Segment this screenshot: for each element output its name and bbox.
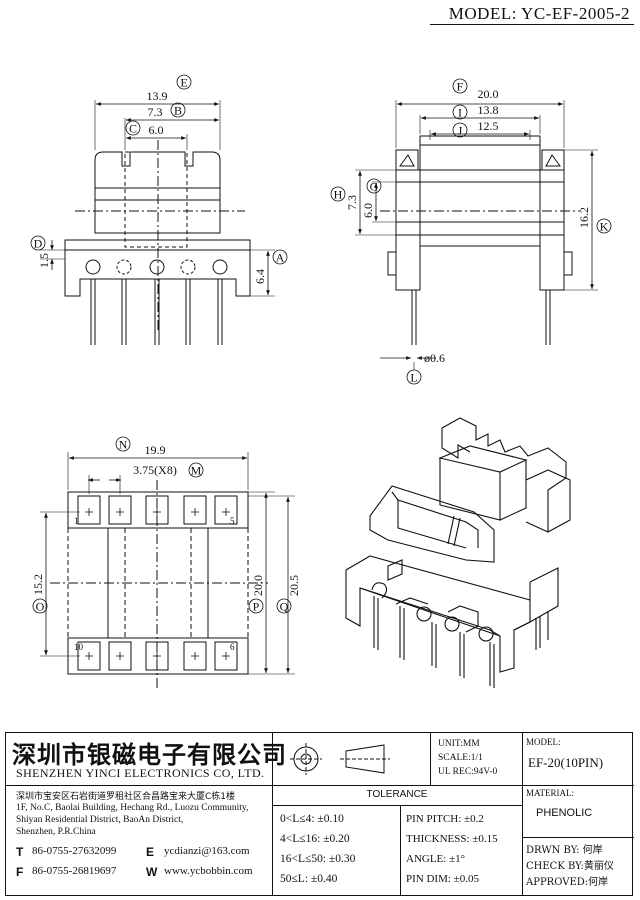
check-by: CHECK BY:黄丽仪: [526, 861, 614, 872]
label-I: I: [458, 106, 462, 120]
unit-spec: UNIT:MM: [438, 739, 480, 749]
company-name-cn: 深圳市银磁电子有限公司: [12, 740, 287, 769]
fax-label: F: [16, 865, 24, 879]
label-L: L: [410, 371, 417, 385]
dim-O: 15.2: [31, 574, 45, 595]
front-view: E 13.9 B 7.3 C 6.0 D 1.5 A 6.4: [30, 74, 288, 345]
pin-5-label: 5: [230, 516, 235, 526]
address-en-line2: Shiyan Residential District, BaoAn Distr…: [16, 815, 184, 825]
tolerance-right-4: PIN DIM: ±0.05: [406, 873, 479, 885]
side-view: F 20.0 I 13.8 J 12.5 H 7.3 G 6.0 K 16.2 …: [330, 78, 612, 385]
dim-G: 6.0: [361, 203, 375, 218]
address-en-line1: 1F, No.C, Baolai Building, Hechang Rd., …: [16, 803, 249, 813]
drawn-by: DRWN BY: 何岸: [526, 845, 603, 856]
pin-6-label: 6: [230, 642, 235, 652]
dim-N: 19.9: [145, 443, 166, 457]
dim-J: 12.5: [478, 119, 499, 133]
model-value: EF-20(10PIN): [528, 755, 604, 770]
label-K: K: [600, 220, 609, 234]
email-link[interactable]: ycdianzi@163.com: [164, 845, 250, 857]
label-D: D: [34, 237, 43, 251]
scale-spec: SCALE:1/1: [438, 753, 483, 763]
material-value: PHENOLIC: [536, 807, 593, 819]
tolerance-left-3: 16<L≤50: ±0.30: [280, 853, 356, 865]
label-G: G: [370, 180, 379, 194]
label-H: H: [334, 188, 343, 202]
bottom-view: 1 5 6 10 N 19.9 3.75(X8) M 15.2 O 20.0 P…: [31, 436, 301, 690]
email-label: E: [146, 845, 155, 859]
title-underline: [430, 24, 634, 25]
label-N: N: [119, 438, 128, 452]
material-label: MATERIAL:: [526, 788, 574, 798]
title-block: 深圳市银磁电子有限公司 SHENZHEN YINCI ELECTRONICS C…: [5, 732, 634, 896]
dim-C: 6.0: [149, 123, 164, 137]
web-label: W: [146, 865, 158, 879]
pin-10-label: 10: [74, 642, 84, 652]
label-Q: Q: [280, 600, 289, 614]
label-C: C: [129, 122, 137, 136]
label-J: J: [458, 124, 463, 138]
dim-P: 20.0: [251, 575, 265, 596]
pin-1-label: 1: [74, 516, 79, 526]
tolerance-right-2: THICKNESS: ±0.15: [406, 833, 498, 845]
label-A: A: [276, 251, 285, 265]
web-link[interactable]: www.ycbobbin.com: [164, 865, 253, 877]
model-label: MODEL:: [526, 737, 561, 747]
fax-number: 86-0755-26819697: [32, 865, 117, 877]
tolerance-left-4: 50≤L: ±0.40: [280, 873, 338, 885]
tel-label: T: [16, 845, 24, 859]
dim-B: 7.3: [148, 105, 163, 119]
address-en-line3: Shenzhen, P.R.China: [16, 827, 96, 837]
dim-I: 13.8: [478, 103, 499, 117]
dim-L: ø0.6: [424, 351, 445, 365]
address-cn: 深圳市宝安区石岩街道罗租社区合昌路宝来大厦C栋1楼: [16, 792, 236, 802]
model-title: MODEL: YC-EF-2005-2: [448, 4, 630, 23]
tolerance-left-1: 0<L≤4: ±0.10: [280, 813, 344, 825]
dim-A: 6.4: [253, 269, 267, 284]
dim-H: 7.3: [345, 195, 359, 210]
tolerance-title: TOLERANCE: [366, 789, 428, 800]
projection-symbol-icon: [290, 743, 390, 775]
dim-M: 3.75(X8): [133, 463, 177, 477]
label-F: F: [457, 80, 464, 94]
label-P: P: [253, 600, 260, 614]
tolerance-right-3: ANGLE: ±1°: [406, 853, 466, 865]
tolerance-left-2: 4<L≤16: ±0.20: [280, 833, 350, 845]
tolerance-right-1: PIN PITCH: ±0.2: [406, 813, 484, 825]
pad-row-top: [77, 495, 238, 525]
isometric-view: [345, 417, 571, 688]
dim-Q: 20.5: [287, 575, 301, 596]
dim-K: 16.2: [577, 207, 591, 228]
label-O: O: [36, 600, 45, 614]
label-M: M: [191, 464, 202, 478]
tel-number: 86-0755-27632099: [32, 845, 117, 857]
dim-F: 20.0: [478, 87, 499, 101]
dim-D: 1.5: [37, 253, 51, 268]
label-E: E: [180, 76, 187, 90]
company-name-en: SHENZHEN YINCI ELECTRONICS CO, LTD.: [16, 766, 265, 780]
ul-spec: UL REC:94V-0: [438, 767, 498, 777]
technical-drawing: E 13.9 B 7.3 C 6.0 D 1.5 A 6.4: [30, 74, 612, 690]
label-B: B: [174, 104, 182, 118]
approved-by: APPROVED:何岸: [526, 877, 609, 888]
dim-E: 13.9: [147, 89, 168, 103]
